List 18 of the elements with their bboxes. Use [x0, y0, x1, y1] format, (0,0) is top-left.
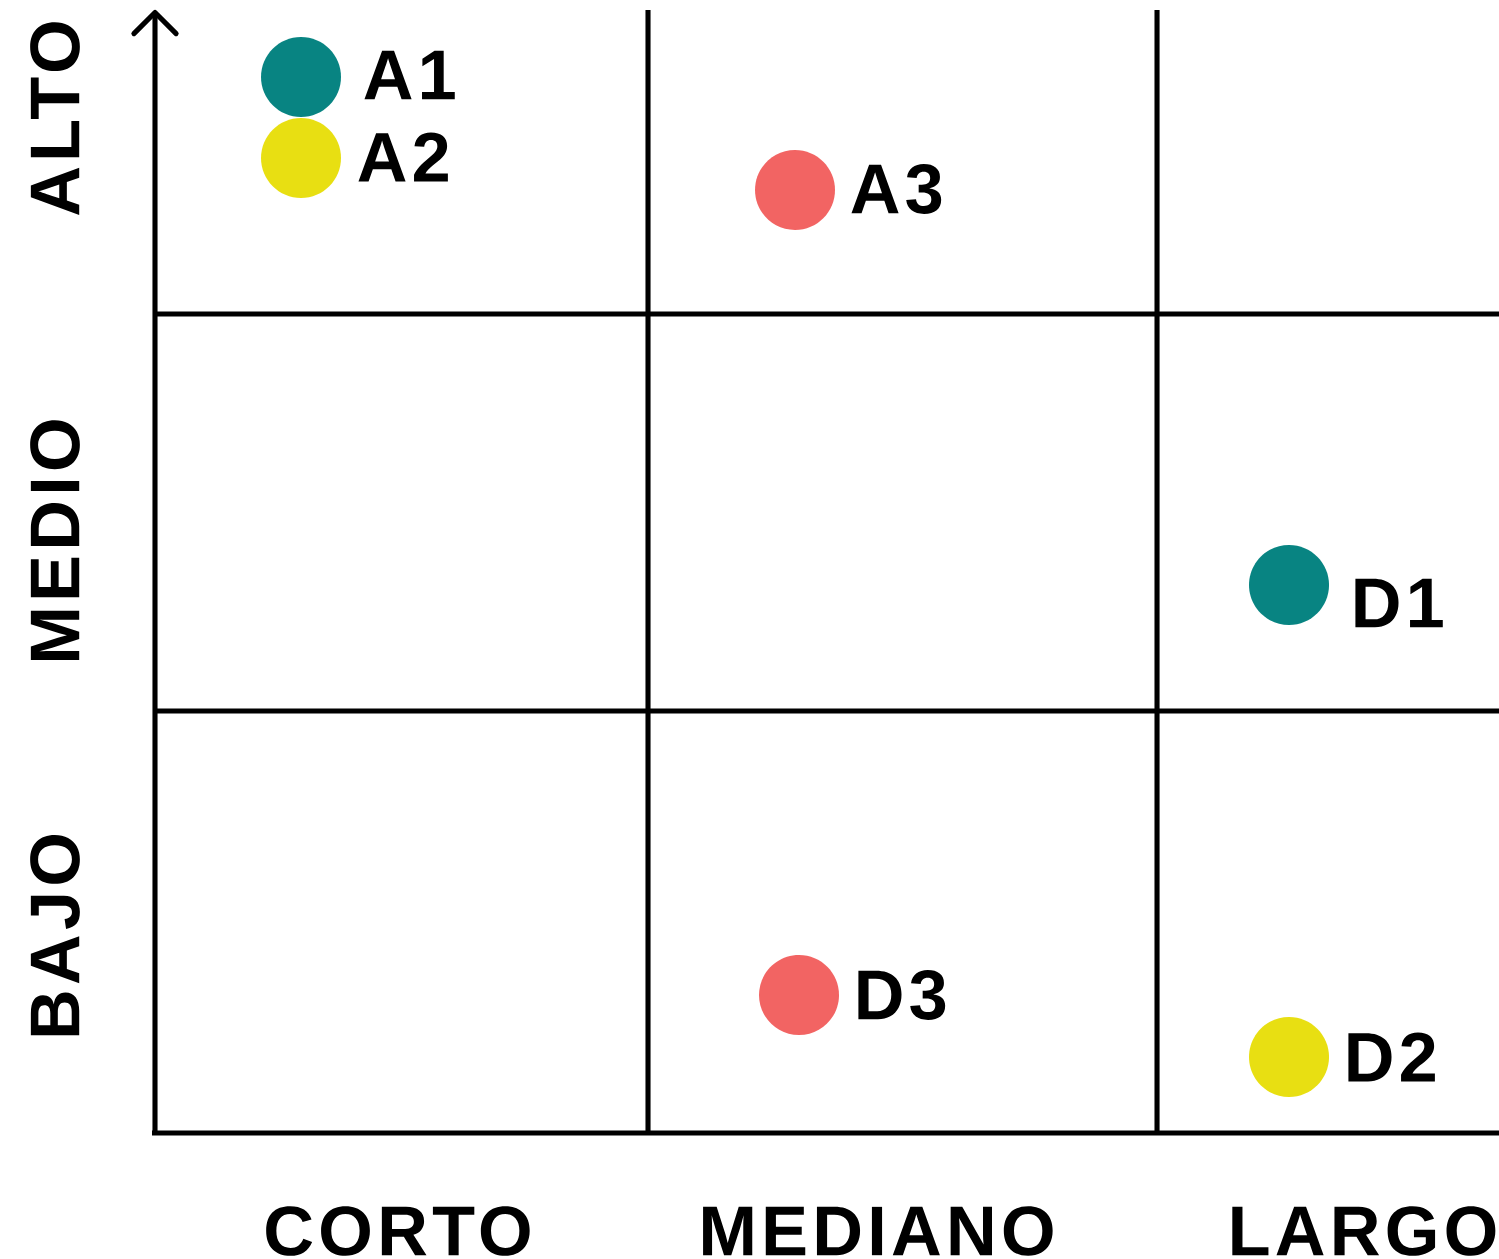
dot-label: D1 — [1355, 578, 1443, 628]
axis-label: LARGO — [1232, 1206, 1496, 1256]
dot-label: A3 — [851, 164, 942, 214]
dot-marker — [1249, 545, 1330, 625]
dot-label: D3 — [858, 970, 946, 1020]
axis-label: BAJO — [30, 835, 80, 1036]
axis-label: MEDIANO — [703, 1206, 1053, 1256]
axis-label: ALTO — [30, 22, 80, 215]
dot-marker — [1249, 1017, 1330, 1097]
dot-marker — [759, 955, 839, 1035]
axis-label: CORTO — [266, 1206, 530, 1256]
dot-marker — [261, 117, 341, 198]
dot-label: D2 — [1348, 1032, 1435, 1082]
dot-label: A2 — [358, 132, 448, 182]
dot-label: A1 — [364, 50, 455, 100]
axis-label: MEDIO — [30, 420, 80, 660]
dot-marker — [261, 36, 341, 117]
dot-marker — [755, 150, 835, 230]
